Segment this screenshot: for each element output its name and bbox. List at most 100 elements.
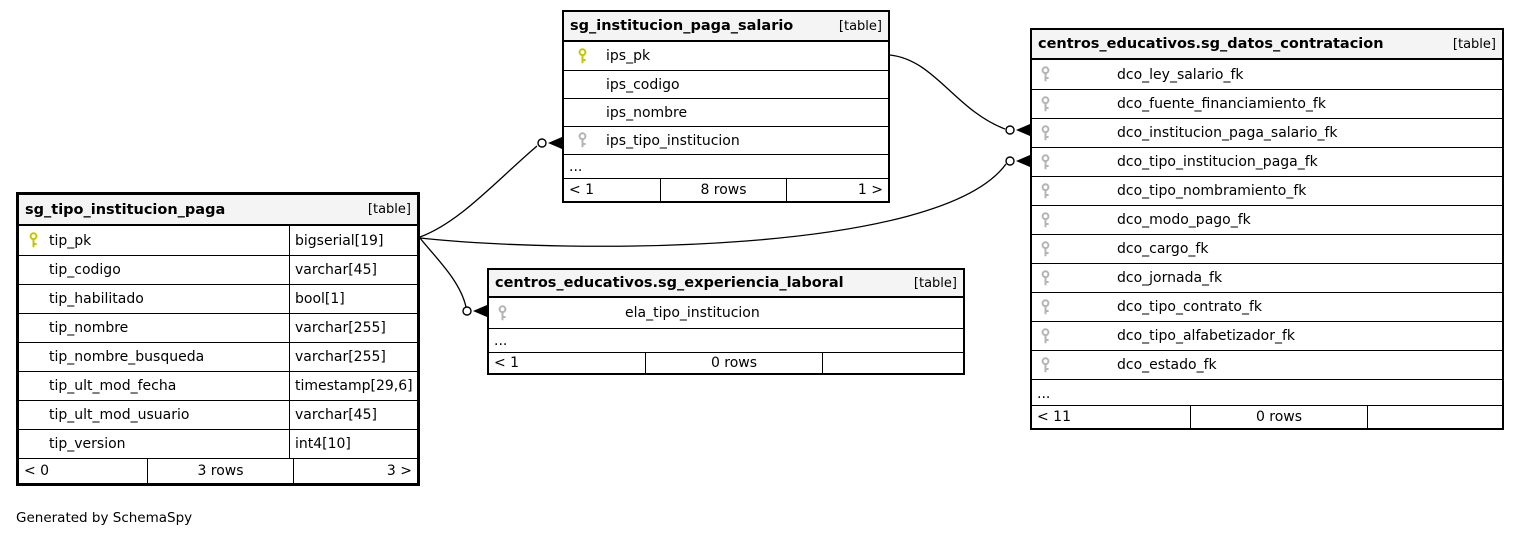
table-header[interactable]: sg_tipo_institucion_paga [table]: [19, 195, 417, 226]
footer-prev-count: < 0: [24, 463, 50, 479]
foreign-key-icon: [1041, 269, 1049, 285]
column-name: dco_cargo_fk: [1117, 241, 1209, 257]
table-footer: < 1 0 rows: [489, 352, 963, 373]
footer-next-count: 1 >: [857, 182, 883, 198]
key-cell: [1032, 240, 1058, 258]
column-row: dco_tipo_institucion_paga_fk: [1032, 147, 1502, 176]
edge-tip-pk-to-ela-tipo-institucion: [419, 237, 487, 317]
table-footer: < 1 8 rows 1 >: [564, 178, 888, 201]
column-type: bigserial[19]: [289, 226, 417, 255]
column-row: tip_nombre_busqueda varchar[255]: [19, 342, 417, 371]
edge-arrowhead-icon: [1016, 124, 1030, 136]
column-name: dco_tipo_contrato_fk: [1117, 299, 1263, 315]
foreign-key-icon: [1041, 240, 1049, 256]
footer-row-count: 0 rows: [645, 353, 823, 373]
key-cell: [564, 132, 600, 149]
column-name: dco_ley_salario_fk: [1117, 66, 1244, 83]
column-type: varchar[255]: [289, 314, 417, 342]
primary-key-icon: [29, 232, 37, 248]
footer-prev-count: < 1: [494, 355, 520, 371]
table-type-tag: [table]: [1452, 36, 1496, 52]
column-row: dco_tipo_alfabetizador_fk: [1032, 321, 1502, 350]
table-title: centros_educativos.sg_datos_contratacion: [1038, 36, 1384, 52]
ellipsis-row: ...: [489, 328, 963, 352]
column-row: dco_cargo_fk: [1032, 234, 1502, 263]
ellipsis-row: ...: [564, 154, 888, 178]
column-row: tip_version int4[10]: [19, 429, 417, 458]
edge-tip-pk-to-ips-tipo-institucion: [419, 137, 562, 238]
footer-row-count: 3 rows: [147, 459, 294, 483]
table-footer: < 0 3 rows 3 >: [19, 458, 417, 483]
table-sg-tipo-institucion-paga: sg_tipo_institucion_paga [table] tip_pk …: [16, 192, 420, 486]
footer-next-count: 3 >: [386, 463, 412, 479]
foreign-key-icon: [1041, 298, 1049, 314]
column-name: ela_tipo_institucion: [625, 305, 760, 321]
key-cell: [1032, 211, 1058, 229]
footer-row-count: 0 rows: [1190, 406, 1368, 428]
column-row: ips_tipo_institucion: [564, 126, 888, 154]
column-type: varchar[45]: [289, 256, 417, 284]
table-title: sg_institucion_paga_salario: [570, 18, 794, 34]
column-row: dco_fuente_financiamiento_fk: [1032, 89, 1502, 118]
zero-or-one-circle-icon: [1005, 125, 1015, 135]
footer-prev-count: < 1: [569, 182, 595, 198]
column-name: tip_ult_mod_usuario: [49, 407, 190, 423]
column-row: dco_tipo_nombramiento_fk: [1032, 176, 1502, 205]
column-name: tip_codigo: [49, 262, 121, 278]
column-name: tip_habilitado: [49, 291, 144, 307]
key-cell: [1032, 153, 1058, 171]
column-name: tip_pk: [49, 232, 92, 249]
edge-ips-pk-to-dco-institucion-paga-salario-fk: [889, 54, 1030, 136]
column-name: tip_nombre: [49, 320, 129, 336]
column-type: varchar[45]: [289, 401, 417, 429]
key-cell: [564, 47, 600, 65]
foreign-key-icon: [1041, 153, 1049, 169]
column-name: tip_nombre_busqueda: [49, 349, 205, 365]
column-name: dco_institucion_paga_salario_fk: [1117, 125, 1338, 141]
foreign-key-icon: [1041, 66, 1049, 82]
column-row: dco_tipo_contrato_fk: [1032, 292, 1502, 321]
column-name: dco_modo_pago_fk: [1117, 212, 1251, 228]
column-row: tip_ult_mod_usuario varchar[45]: [19, 400, 417, 429]
column-name: ips_tipo_institucion: [606, 132, 740, 149]
key-cell: [1032, 182, 1058, 200]
table-type-tag: [table]: [913, 275, 957, 291]
footer-row-count: 8 rows: [660, 179, 787, 201]
column-row: tip_nombre varchar[255]: [19, 313, 417, 342]
foreign-key-icon: [1041, 211, 1049, 227]
edge-arrowhead-icon: [548, 137, 562, 149]
foreign-key-icon: [498, 304, 506, 320]
key-cell: [19, 232, 47, 249]
column-type: varchar[255]: [289, 343, 417, 371]
column-name: dco_tipo_alfabetizador_fk: [1117, 328, 1296, 344]
column-name: tip_ult_mod_fecha: [49, 378, 177, 394]
column-row: ips_pk: [564, 42, 888, 70]
foreign-key-icon: [1041, 182, 1049, 198]
table-sg-institucion-paga-salario: sg_institucion_paga_salario [table] ips_…: [562, 10, 890, 203]
key-cell: [1032, 66, 1058, 83]
table-type-tag: [table]: [367, 202, 411, 217]
column-type: bool[1]: [289, 285, 417, 313]
table-sg-datos-contratacion: centros_educativos.sg_datos_contratacion…: [1030, 28, 1504, 430]
column-row: tip_pk bigserial[19]: [19, 226, 417, 255]
table-header[interactable]: centros_educativos.sg_experiencia_labora…: [489, 270, 963, 298]
key-cell: [1032, 269, 1058, 287]
edge-arrowhead-icon: [473, 305, 487, 317]
column-name: tip_version: [49, 436, 126, 452]
column-row: ips_nombre: [564, 98, 888, 126]
column-name: dco_tipo_institucion_paga_fk: [1117, 154, 1318, 170]
column-row: dco_institucion_paga_salario_fk: [1032, 118, 1502, 147]
generated-by-credit: Generated by SchemaSpy: [16, 510, 193, 526]
column-row: dco_ley_salario_fk: [1032, 60, 1502, 89]
zero-or-one-circle-icon: [537, 138, 547, 148]
table-sg-experiencia-laboral: centros_educativos.sg_experiencia_labora…: [487, 268, 965, 375]
footer-prev-count: < 11: [1037, 409, 1071, 425]
foreign-key-icon: [1041, 356, 1049, 372]
table-header[interactable]: sg_institucion_paga_salario [table]: [564, 12, 888, 42]
key-cell: [1032, 327, 1058, 345]
table-header[interactable]: centros_educativos.sg_datos_contratacion…: [1032, 30, 1502, 60]
ellipsis-row: ...: [1032, 379, 1502, 405]
table-footer: < 11 0 rows: [1032, 405, 1502, 428]
table-title: centros_educativos.sg_experiencia_labora…: [495, 275, 844, 291]
foreign-key-icon: [1041, 327, 1049, 343]
